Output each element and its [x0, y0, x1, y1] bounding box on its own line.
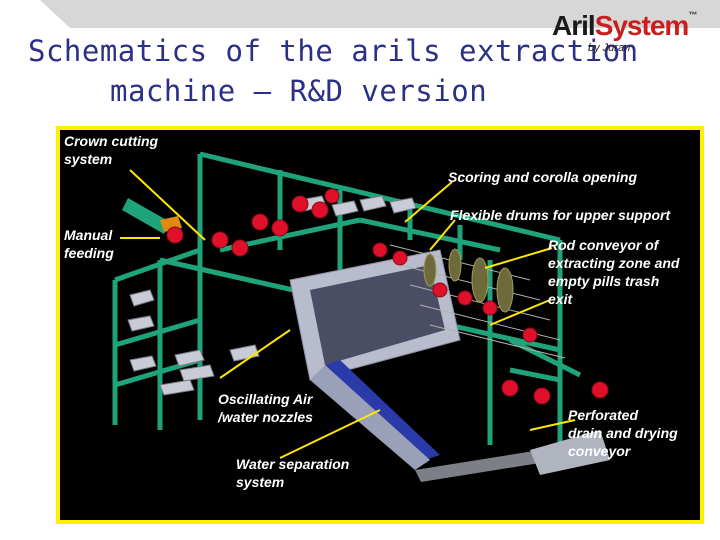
logo-word-2: System	[594, 10, 690, 41]
label-oscillating-air-water-nozzles: Oscillating Air /water nozzles	[218, 391, 313, 425]
label-flexible-drums: Flexible drums for upper support	[450, 207, 671, 223]
slide-title-line-1: Schematics of the arils extraction	[28, 34, 639, 68]
decorative-header-band	[40, 0, 720, 28]
slide-title-line-2: machine – R&D version	[110, 74, 488, 108]
label-scoring-and-corolla-opening: Scoring and corolla opening	[448, 169, 638, 185]
label-perforated-drain-conveyor: Perforated drain and drying conveyor	[568, 407, 678, 459]
label-manual-feeding: Manual feeding	[64, 227, 114, 261]
label-crown-cutting-system: Crown cutting system	[64, 133, 159, 167]
machine-schematic: Crown cutting system Manual feeding Scor…	[56, 126, 704, 524]
logo-word-1: Aril	[552, 10, 596, 41]
machine-illustration	[112, 151, 610, 482]
arilsystem-logo: ArilSystem™ by Juran	[548, 4, 698, 60]
logo-trademark: ™	[688, 10, 697, 20]
logo-subtitle: by Juran	[588, 42, 631, 54]
label-water-separation-system: Water separation system	[236, 456, 350, 490]
label-rod-conveyor: Rod conveyor of extracting zone and empt…	[548, 237, 680, 307]
